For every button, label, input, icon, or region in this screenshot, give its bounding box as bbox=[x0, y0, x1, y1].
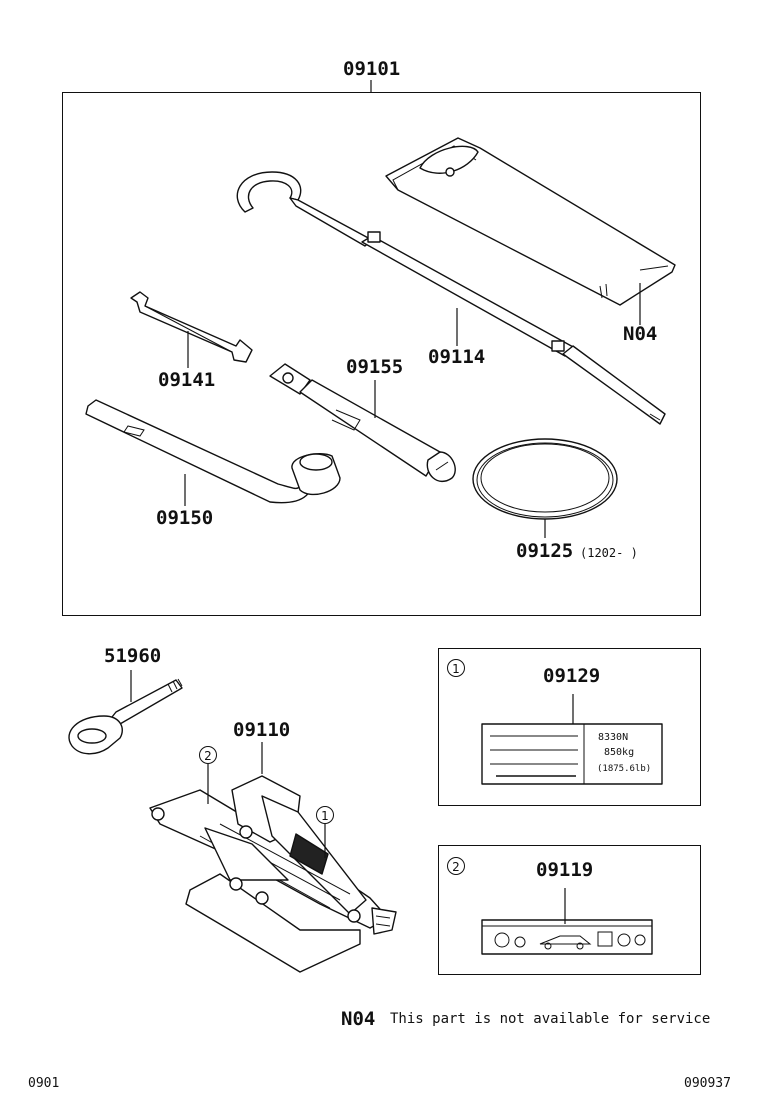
footnote-text: This part is not available for service bbox=[390, 1011, 711, 1027]
band-note: (1202- ) bbox=[580, 546, 638, 560]
footnote-code: N04 bbox=[341, 1008, 376, 1030]
extension-drawing bbox=[269, 363, 456, 483]
label1-line1: 8330N bbox=[598, 732, 629, 743]
lug-wrench-drawing bbox=[85, 399, 341, 504]
footer-right-code: 090937 bbox=[684, 1076, 731, 1091]
part-label-lug-wrench: 09150 bbox=[156, 507, 214, 529]
marker-one-jack: 1 bbox=[316, 806, 334, 824]
part-label-kit: 09101 bbox=[343, 58, 401, 80]
jack-handle-drawing bbox=[236, 171, 666, 425]
part-label-label2: 09119 bbox=[536, 859, 594, 881]
part-label-tow-hook: 51960 bbox=[104, 645, 162, 667]
label1-line3: (1875.6lb) bbox=[597, 764, 652, 774]
part-label-band: 09125 bbox=[516, 540, 574, 562]
part-label-bag: N04 bbox=[623, 323, 658, 345]
part-label-label1: 09129 bbox=[543, 665, 601, 687]
part-label-extension: 09155 bbox=[346, 356, 404, 378]
tow-hook-drawing bbox=[68, 678, 183, 755]
marker-two-jack: 2 bbox=[199, 746, 217, 764]
kit-frame bbox=[62, 92, 701, 616]
tool-bag-drawing bbox=[385, 137, 676, 306]
part-label-wrench: 09141 bbox=[158, 369, 216, 391]
jack-drawing bbox=[149, 775, 397, 973]
footer-left-code: 0901 bbox=[28, 1076, 60, 1091]
marker-two-label2: 2 bbox=[447, 857, 465, 875]
band-drawing bbox=[472, 438, 618, 520]
label2-frame bbox=[438, 845, 701, 975]
part-label-jack: 09110 bbox=[233, 719, 291, 741]
part-label-handle: 09114 bbox=[428, 346, 486, 368]
label2-drawing bbox=[481, 919, 653, 955]
label1-frame bbox=[438, 648, 701, 806]
label1-line2: 850kg bbox=[604, 747, 635, 758]
wrench-drawing bbox=[130, 291, 253, 363]
label1-drawing bbox=[481, 723, 663, 785]
marker-one-label1: 1 bbox=[447, 659, 465, 677]
